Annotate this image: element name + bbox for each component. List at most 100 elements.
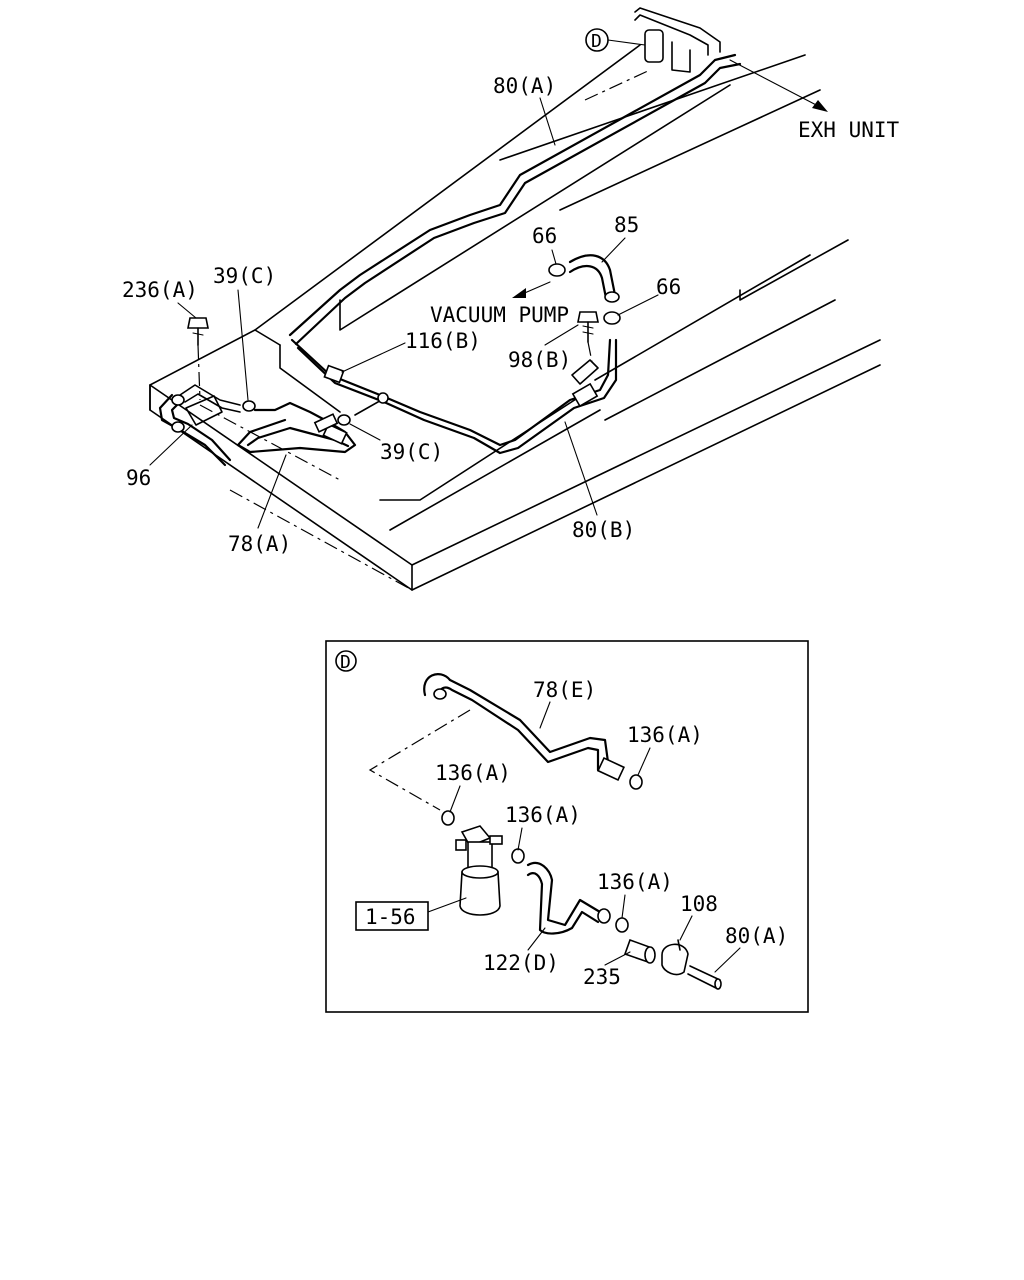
- hose-96-clamp-2: [171, 421, 185, 433]
- leader-66-right: [617, 294, 659, 316]
- right-rail-top: [594, 254, 811, 381]
- sleeve-116b: [323, 364, 345, 384]
- bolt-98b: [577, 311, 599, 363]
- clamp-39c-bottom: [337, 414, 351, 426]
- hose-78e-end-right: [597, 756, 625, 782]
- label-136a-1: 136(A): [627, 723, 703, 747]
- pipe-96-top: [179, 384, 241, 406]
- right-rail-flange: [739, 239, 849, 301]
- label-108: 108: [680, 892, 718, 916]
- leader-78e: [539, 701, 551, 729]
- hose-78a-end: [322, 423, 348, 445]
- ref-box-label: 1-56: [365, 905, 416, 929]
- bolt-98b-centerline: [587, 341, 593, 363]
- pipe-96-top-2: [184, 393, 241, 413]
- exh-arrow-line: [729, 59, 823, 109]
- front-block-inner: [389, 409, 601, 531]
- detail-d-marker-circle: [335, 650, 357, 672]
- valve-loop: [671, 41, 691, 73]
- centerline-front: [229, 489, 413, 591]
- bolt-236a-thread: [192, 332, 204, 336]
- hose-85-outer: [568, 254, 617, 297]
- label-80b: 80(B): [572, 518, 635, 542]
- valve-side-port: [455, 839, 467, 851]
- pipe-80a-end-cap: [714, 978, 722, 990]
- leader-236a: [177, 302, 197, 319]
- bracket-96: [185, 395, 223, 426]
- left-rail-top: [254, 44, 641, 331]
- clamp-39c-top: [242, 400, 256, 412]
- valve-assembly: [455, 825, 503, 916]
- bolt-39c-head: [377, 392, 389, 404]
- hose-78e-outer: [423, 673, 610, 764]
- bolt-236a-centerline: [197, 344, 201, 401]
- clamp-136a-1: [629, 774, 643, 790]
- clip-108-tab: [677, 939, 681, 951]
- hose-96-outer: [158, 393, 227, 467]
- hose-122d-outer: [526, 861, 602, 927]
- leader-39c-bottom: [349, 423, 381, 441]
- valve-hose: [634, 7, 721, 53]
- valve-canister: [459, 871, 501, 916]
- leader-78a: [257, 454, 287, 529]
- bolt-98b-thread2: [582, 331, 594, 335]
- leader-96: [149, 424, 193, 466]
- leader-ref-box: [427, 897, 467, 913]
- leader-122d: [527, 927, 546, 951]
- d-marker-label: D: [591, 31, 602, 52]
- leader-136a-4: [621, 894, 626, 919]
- cross-member-top-edge: [149, 329, 281, 386]
- left-rail-web: [339, 84, 731, 331]
- cross-member-front-face: [149, 384, 413, 591]
- leader-85: [601, 237, 626, 263]
- leader-136a-2: [449, 785, 461, 813]
- bracket-98b: [571, 359, 599, 385]
- bolt-98b-head: [577, 311, 599, 323]
- clamp-136a-3: [511, 848, 525, 864]
- d-leader: [607, 39, 646, 46]
- clip-108: [661, 943, 689, 976]
- hose-96-inner: [170, 398, 232, 462]
- tube-235-end: [644, 946, 656, 964]
- pipe-80a: [288, 53, 742, 346]
- hose-122d-end: [597, 908, 611, 924]
- leader-136a-3: [517, 827, 523, 851]
- label-122d: 122(D): [483, 951, 559, 975]
- leader-116b: [341, 342, 406, 373]
- pipe-80b-line-2: [296, 338, 618, 455]
- hose-85-end: [604, 291, 620, 303]
- label-39c-bottom: 39(C): [380, 440, 443, 464]
- leader-80b: [564, 421, 598, 516]
- leader-39c-top: [237, 289, 249, 401]
- clamp-66-right: [603, 311, 621, 325]
- exh-unit-arrow: EXH UNIT: [729, 59, 900, 142]
- leader-98b: [544, 324, 579, 346]
- hose-96-clamp-1: [171, 394, 185, 406]
- label-80a: 80(A): [493, 74, 556, 98]
- ref-box-1-56: [355, 901, 429, 931]
- exh-arrow-head: [812, 100, 828, 112]
- detail-d-frame: [325, 640, 809, 1013]
- label-39c-top: 39(C): [213, 264, 276, 288]
- pipe-80a-line-2: [294, 62, 742, 346]
- clamp-136a-2: [441, 810, 455, 826]
- cross-member-bottom-right: [411, 364, 881, 591]
- bolt-98b-thread1: [582, 325, 594, 329]
- hose-78a-outer: [236, 401, 357, 454]
- frame-rails: [149, 44, 881, 591]
- label-66-right: 66: [656, 275, 681, 299]
- hose-122d-inner: [526, 872, 600, 935]
- leader-66-top: [551, 249, 557, 265]
- leader-235: [604, 951, 631, 966]
- pipe-80a-end-2: [687, 973, 717, 989]
- leader-80a-detail: [714, 947, 741, 973]
- label-85: 85: [614, 213, 639, 237]
- label-96: 96: [126, 466, 151, 490]
- valve-hose-2: [634, 14, 709, 56]
- pipe-80b: [290, 338, 618, 455]
- vacuum-pump-label: VACUUM PUMP: [430, 303, 569, 327]
- pipe-80a-centerline: [584, 69, 651, 101]
- valve-d: D: [585, 7, 721, 73]
- label-136a-3: 136(A): [505, 803, 581, 827]
